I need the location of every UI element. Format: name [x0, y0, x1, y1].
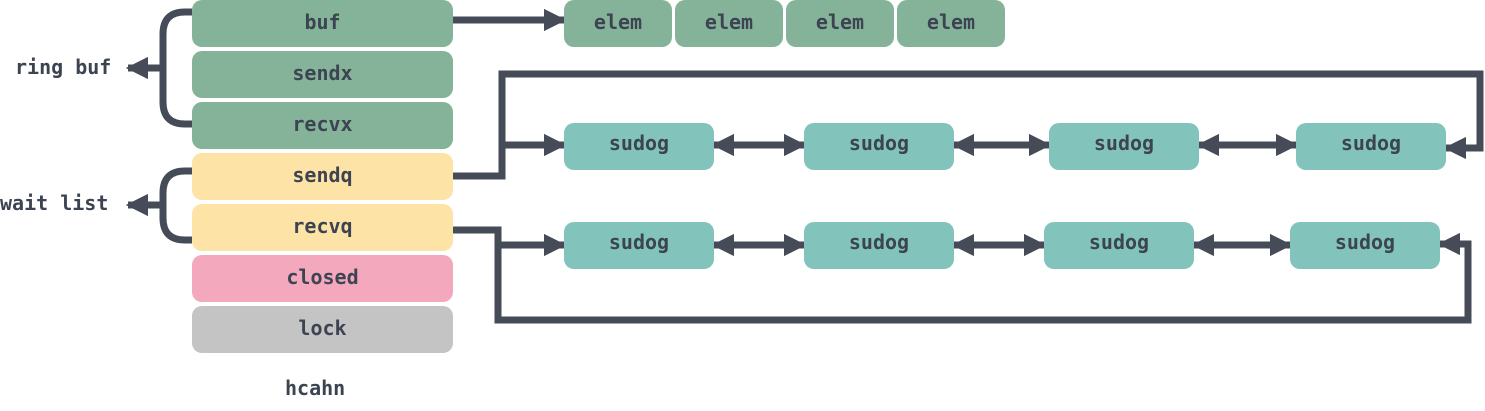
recvq-sudog-1: sudog	[564, 222, 714, 269]
recvq-wrap-arrow	[494, 232, 1472, 324]
buffer-elem-2: elem	[675, 0, 783, 47]
recvq-sudog-4: sudog	[1290, 222, 1440, 269]
sendq-arrow	[453, 133, 567, 180]
struct-caption: hcahn	[285, 376, 346, 400]
ring-buf-brace	[159, 8, 192, 128]
recvq-arrow	[453, 226, 567, 257]
buffer-elem-4: elem	[897, 0, 1005, 47]
sendq-sudog-1: sudog	[564, 123, 714, 170]
buffer-elem-1: elem	[564, 0, 672, 47]
field-buf: buf	[192, 0, 453, 47]
ring-buf-label: ring buf	[15, 55, 112, 79]
field-sendq: sendq	[192, 153, 453, 200]
sendq-sudog-3: sudog	[1049, 123, 1199, 170]
field-recvx: recvx	[192, 102, 453, 149]
wait-list-label: wait list	[0, 191, 109, 215]
sendq-sudog-4: sudog	[1296, 123, 1446, 170]
field-closed: closed	[192, 255, 453, 302]
sendq-sudog-2: sudog	[804, 123, 954, 170]
field-recvq: recvq	[192, 204, 453, 251]
field-lock: lock	[192, 306, 453, 353]
buffer-elem-3: elem	[786, 0, 894, 47]
recvq-sudog-3: sudog	[1044, 222, 1194, 269]
wait-list-brace	[159, 167, 192, 244]
recvq-sudog-2: sudog	[804, 222, 954, 269]
field-sendx: sendx	[192, 51, 453, 98]
sendq-wrap-arrow	[498, 70, 1484, 160]
